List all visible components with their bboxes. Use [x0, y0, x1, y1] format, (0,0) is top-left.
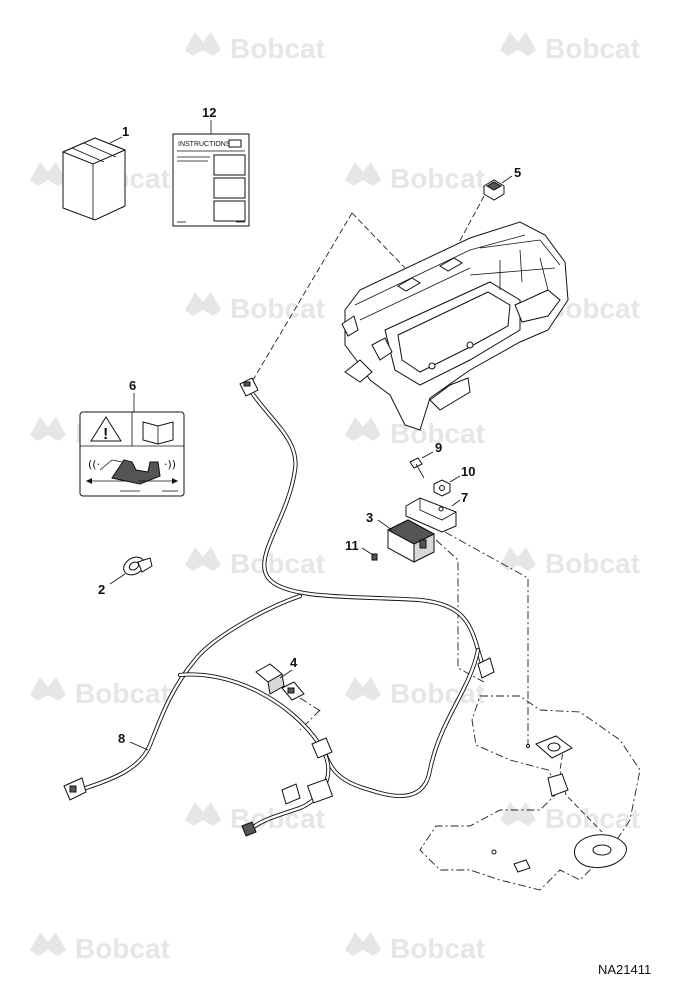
- bobcat-logo-icon: [30, 677, 66, 701]
- bobcat-logo-icon: [345, 677, 381, 701]
- dash-console-panel[interactable]: [341, 221, 569, 431]
- part-6-decal[interactable]: ! ((· ·)): [79, 411, 185, 497]
- bobcat-logo-icon: [185, 32, 221, 56]
- callout-9: 9: [435, 440, 442, 455]
- svg-text:((·: ((·: [88, 458, 100, 471]
- watermark-text: Bobcat: [230, 33, 325, 64]
- bobcat-logo-icon: [500, 32, 536, 56]
- watermark-text: Bobcat: [545, 803, 640, 834]
- warning-triangle-icon: !: [90, 416, 122, 443]
- watermark-text: Bobcat: [545, 33, 640, 64]
- instructions-title: INSTRUCTIONS: [178, 141, 231, 148]
- bobcat-logo-icon: [345, 162, 381, 186]
- callout-7: 7: [461, 490, 468, 505]
- floor-plate-outline: [419, 695, 641, 891]
- part-12-instructions-sheet[interactable]: INSTRUCTIONS: [172, 133, 250, 227]
- bobcat-logo-icon: [185, 547, 221, 571]
- callout-4: 4: [290, 655, 298, 670]
- drawing-reference-code: NA21411: [598, 962, 651, 977]
- callout-12: 12: [202, 105, 216, 120]
- watermark-text: Bobcat: [230, 293, 325, 324]
- watermark-text: Bobcat: [390, 933, 485, 964]
- callout-6: 6: [129, 378, 136, 393]
- part-8-wiring-harness[interactable]: [63, 377, 495, 837]
- part-1-box[interactable]: [61, 137, 127, 221]
- callout-2: 2: [98, 582, 105, 597]
- callout-11: 11: [345, 538, 359, 553]
- watermark-text: Bobcat: [390, 678, 485, 709]
- bobcat-logo-icon: [185, 802, 221, 826]
- svg-text:·)): ·)): [164, 458, 176, 471]
- bobcat-logo-icon: [345, 932, 381, 956]
- part-10-bolt[interactable]: [433, 479, 451, 497]
- callout-8: 8: [118, 731, 125, 746]
- bobcat-logo-icon: [500, 547, 536, 571]
- bobcat-logo-icon: [30, 417, 66, 441]
- watermark-text: Bobcat: [390, 163, 485, 194]
- bobcat-logo-icon: [345, 417, 381, 441]
- watermark-text: Bobcat: [75, 933, 170, 964]
- watermark-text: Bobcat: [230, 548, 325, 579]
- watermark-text: Bobcat: [75, 678, 170, 709]
- watermark-text: Bobcat: [545, 548, 640, 579]
- bobcat-logo-icon: [30, 162, 66, 186]
- open-book-icon: [142, 421, 174, 445]
- part-7-bracket[interactable]: [405, 497, 457, 533]
- bobcat-logo-icon: [500, 802, 536, 826]
- part-9-screw[interactable]: [409, 457, 425, 479]
- part-4-connector[interactable]: [255, 663, 305, 701]
- callout-3: 3: [366, 510, 373, 525]
- bobcat-logo-icon: [30, 932, 66, 956]
- bobcat-logo-icon: [185, 292, 221, 316]
- callout-10: 10: [461, 464, 475, 479]
- part-11-clip[interactable]: [371, 553, 378, 561]
- svg-text:!: !: [103, 426, 108, 443]
- part-2-plug[interactable]: [120, 554, 153, 579]
- part-5-switch[interactable]: [483, 179, 505, 201]
- callout-1: 1: [122, 124, 129, 139]
- part-3-relay[interactable]: [386, 519, 436, 563]
- callout-5: 5: [514, 165, 521, 180]
- machine-pictogram: ((· ·)): [86, 458, 178, 485]
